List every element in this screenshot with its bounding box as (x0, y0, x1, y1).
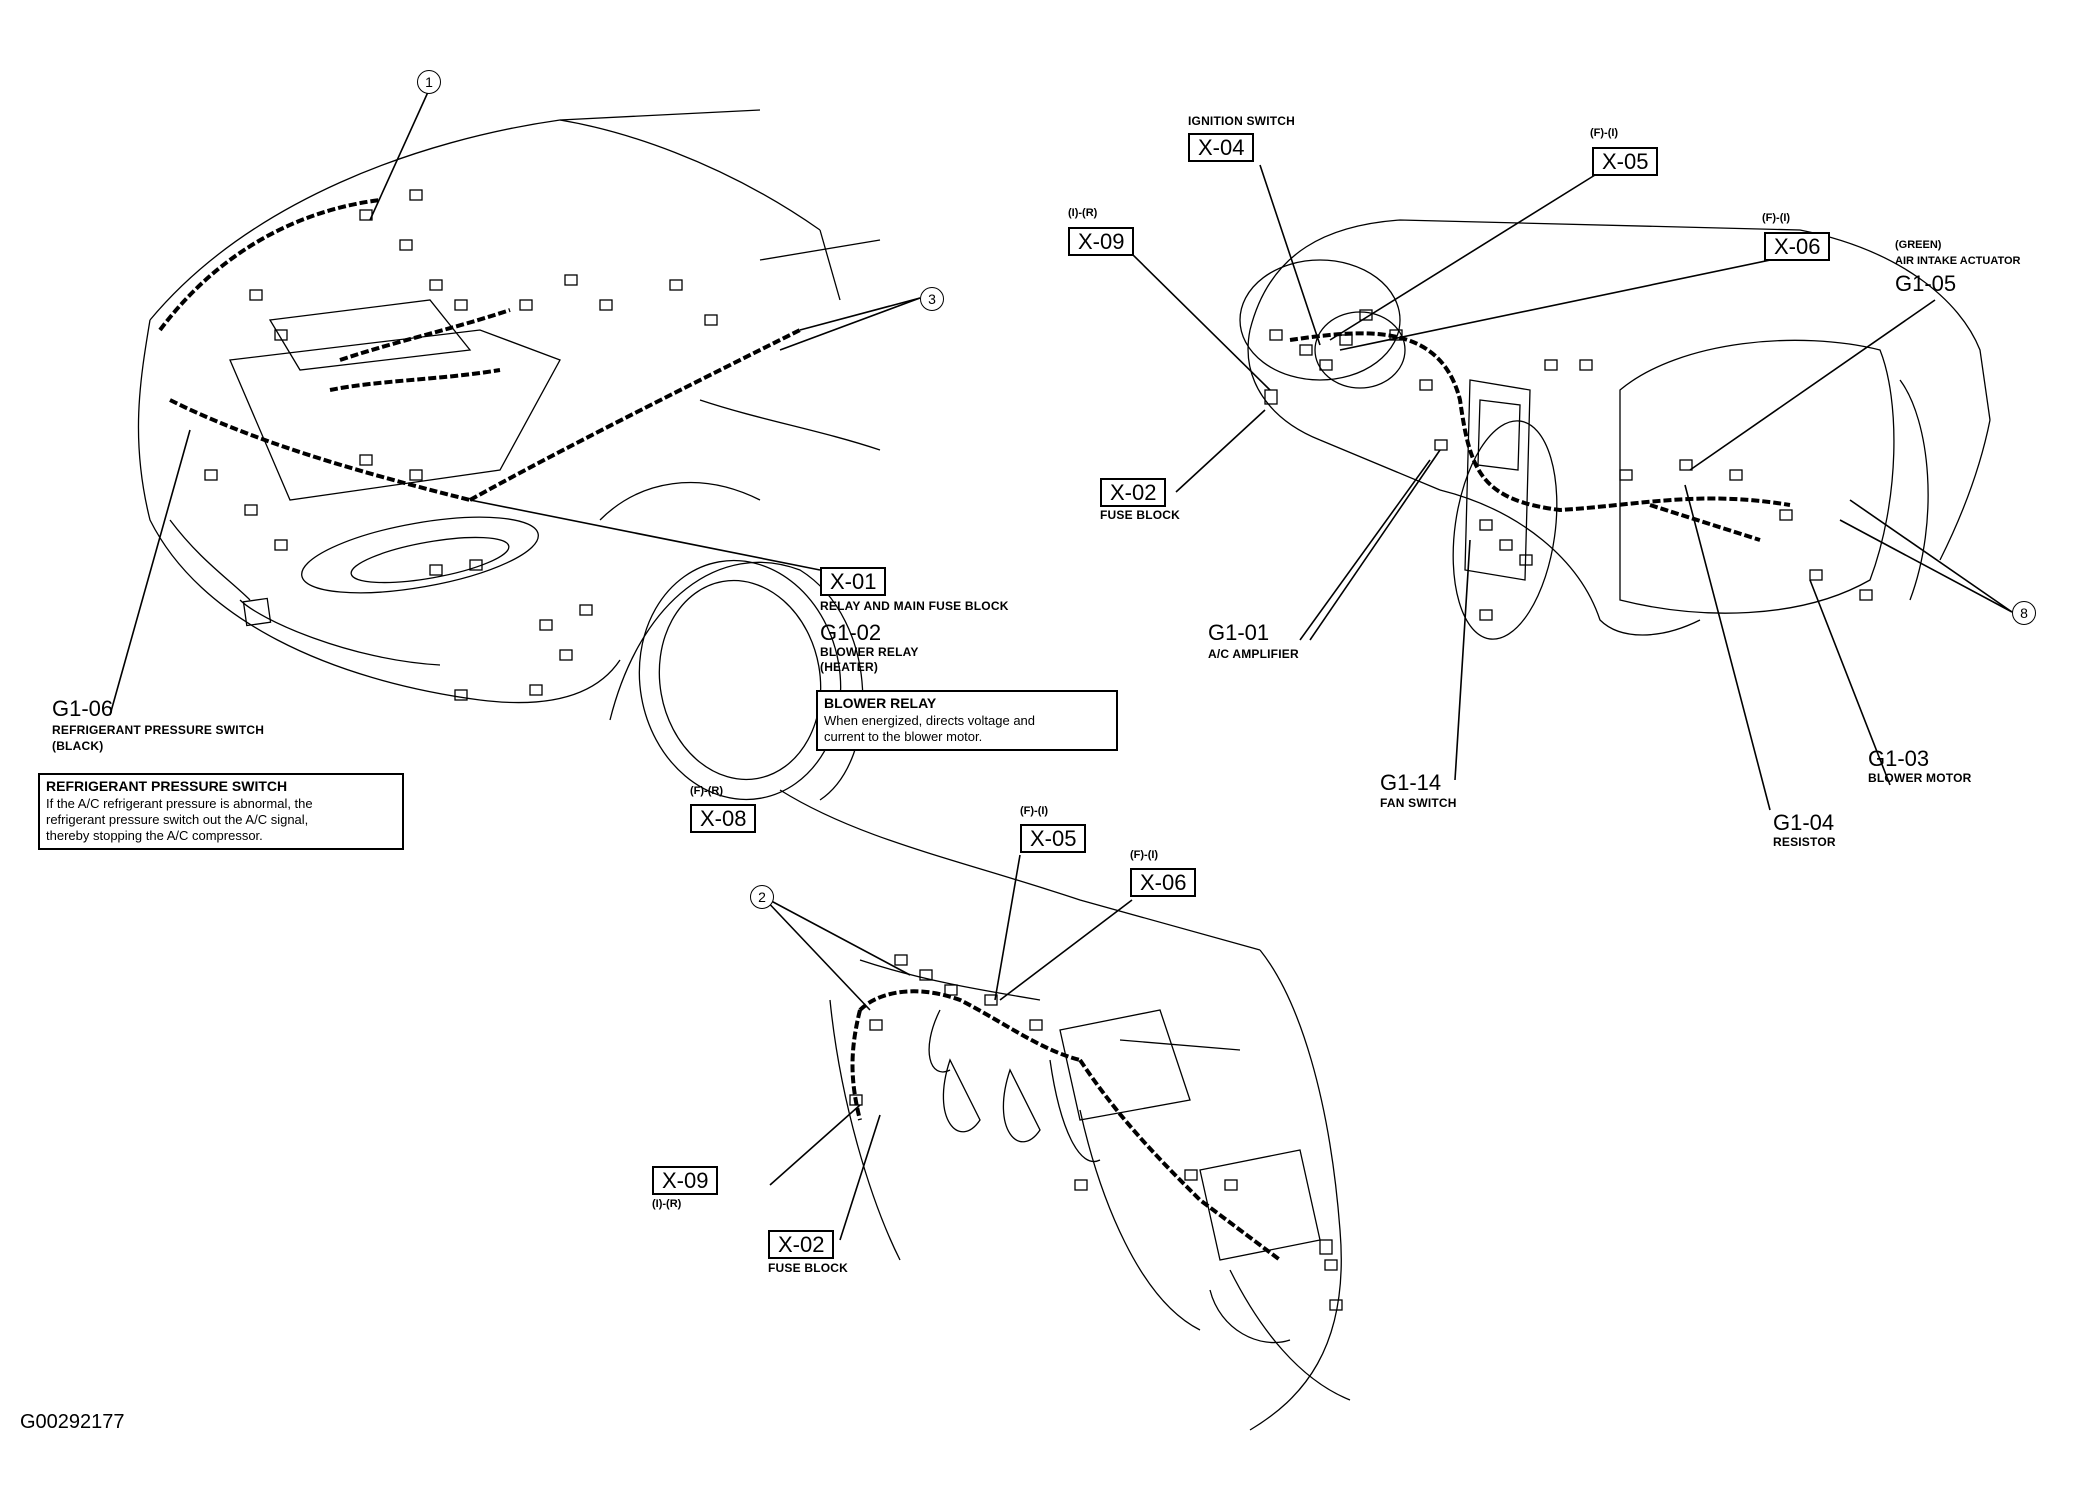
lower-x02-code: X-02 (768, 1230, 835, 1259)
dashboard-drawing (1239, 219, 1991, 640)
x09-code: X-09 (1068, 227, 1135, 256)
lower-x08-tag: (F)-(R) (690, 785, 723, 797)
g105-desc1: (GREEN) (1895, 239, 1942, 251)
g106-code: G1-06 (52, 696, 114, 721)
x09-tag: (I)-(R) (1068, 207, 1098, 219)
lower-dash-leaders (759, 854, 1133, 1241)
dashboard-connectors (1264, 309, 1873, 621)
lower-dash-connectors (849, 954, 1343, 1311)
note-refrig-line2: refrigerant pressure switch out the A/C … (46, 811, 309, 827)
x01-code: X-01 (820, 567, 887, 596)
note-blower-line1: When energized, directs voltage and (824, 712, 1036, 728)
lower-x06-tag: (F)-(I) (1130, 849, 1159, 861)
note-refrigerant-switch: REFRIGERANT PRESSURE SWITCH If the A/C r… (38, 773, 404, 851)
x04-desc: IGNITION SWITCH (1188, 114, 1295, 128)
g102-desc1: BLOWER RELAY (820, 645, 919, 659)
x06-code: X-06 (1764, 232, 1831, 261)
x05-code: X-05 (1592, 147, 1659, 176)
x06-tag: (F)-(I) (1762, 212, 1791, 224)
g105-desc2: AIR INTAKE ACTUATOR (1895, 255, 2021, 267)
lower-x02-desc: FUSE BLOCK (768, 1261, 848, 1275)
callout-1: 1 (417, 70, 441, 94)
g102-desc2: (HEATER) (820, 660, 879, 674)
g106-desc2: (BLACK) (52, 739, 104, 753)
g103-desc: BLOWER MOTOR (1868, 771, 1972, 785)
g103-code: G1-03 (1868, 746, 1930, 771)
engine-connectors (204, 189, 718, 701)
g114-desc: FAN SWITCH (1380, 796, 1457, 810)
g101-desc: A/C AMPLIFIER (1208, 647, 1299, 661)
g104-code: G1-04 (1773, 810, 1835, 835)
engine-leaders (109, 91, 921, 716)
lower-x06-code: X-06 (1130, 868, 1197, 897)
figure-id: G00292177 (20, 1411, 125, 1433)
note-refrig-line1: If the A/C refrigerant pressure is abnor… (46, 795, 313, 811)
g104-desc: RESISTOR (1773, 835, 1836, 849)
dash-x02-code: X-02 (1100, 478, 1167, 507)
callout-8: 8 (2012, 601, 2036, 625)
dashboard-leaders (1129, 164, 2013, 811)
engine-harness (158, 198, 801, 502)
g114-code: G1-14 (1380, 770, 1442, 795)
lower-x08-code: X-08 (690, 804, 757, 833)
x04-code: X-04 (1188, 133, 1255, 162)
g102-code: G1-02 (820, 620, 882, 645)
lower-x05-code: X-05 (1020, 824, 1087, 853)
lower-dash-drawing (779, 789, 1351, 1431)
note-refrig-title: REFRIGERANT PRESSURE SWITCH (46, 778, 288, 794)
callout-3: 3 (920, 287, 944, 311)
lower-x05-tag: (F)-(I) (1020, 805, 1049, 817)
g105-code: G1-05 (1895, 271, 1957, 296)
note-blower-relay: BLOWER RELAY When energized, directs vol… (816, 690, 1118, 751)
engine-compartment-drawing (137, 109, 881, 801)
note-refrig-line3: thereby stopping the A/C compressor. (46, 828, 263, 843)
dashboard-harness (1289, 331, 1791, 542)
note-blower-title: BLOWER RELAY (824, 695, 937, 711)
x01-desc: RELAY AND MAIN FUSE BLOCK (820, 599, 1009, 613)
g101-code: G1-01 (1208, 620, 1270, 645)
lower-x09-code: X-09 (652, 1166, 719, 1195)
lower-dash-harness (850, 989, 1282, 1262)
lower-x09-tag: (I)-(R) (652, 1198, 682, 1210)
note-blower-line2: current to the blower motor. (824, 728, 983, 744)
g106-desc1: REFRIGERANT PRESSURE SWITCH (52, 723, 265, 737)
x05-tag: (F)-(I) (1590, 127, 1619, 139)
dash-x02-desc: FUSE BLOCK (1100, 508, 1180, 522)
callout-2: 2 (750, 885, 774, 909)
